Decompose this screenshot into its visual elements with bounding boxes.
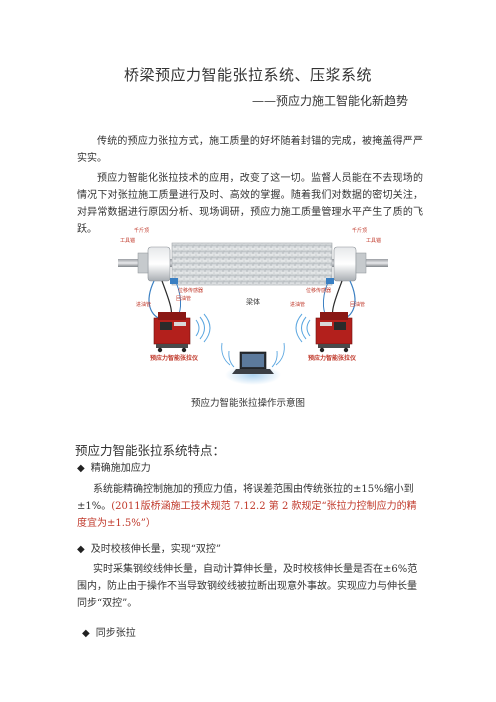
feature-heading-2: 及时校核伸长量，实现“双控”	[90, 544, 221, 555]
label-sensor-left: 位移传感器	[178, 287, 203, 294]
diamond-bullet-icon: ◆	[77, 544, 85, 555]
tensioning-diagram-svg: 千斤顶 工具锚 千斤顶 工具锚 进油管 回油管 位移传感器 进油管 回油管 位移…	[118, 227, 388, 385]
jack-left	[147, 246, 171, 282]
section-title: 预应力智能张拉系统特点：	[75, 443, 226, 458]
label-jack-right: 千斤顶	[352, 227, 367, 234]
feature-text-1: 系统能精确控制施加的预应力值，将误差范围由传统张拉的±15%缩小到±1%。(20…	[77, 481, 423, 532]
sensor-left-icon	[170, 278, 178, 284]
feature-text-2: 实时采集钢绞线伸长量，自动计算伸长量，及时校核伸长量是否在±6%范围内，防止由于…	[77, 564, 418, 609]
label-device-right: 预应力智能张拉仪	[308, 354, 357, 362]
tensioning-diagram: 千斤顶 工具锚 千斤顶 工具锚 进油管 回油管 位移传感器 进油管 回油管 位移…	[114, 222, 392, 390]
label-device-left: 预应力智能张拉仪	[150, 354, 199, 362]
diamond-bullet-icon: ◆	[82, 628, 90, 639]
label-beam: 梁体	[246, 297, 260, 306]
document-subtitle: ——预应力施工智能化新趋势	[251, 94, 408, 108]
intro-paragraph-1: 传统的预应力张拉方式，施工质量的好坏随着封锚的完成，被掩盖得严严实实。	[77, 136, 423, 164]
label-return-pipe-left: 回油管	[176, 295, 191, 302]
label-oil-pipe-right: 进油管	[290, 301, 305, 308]
feature-bullet-3: ◆ 同步张拉	[82, 625, 136, 642]
jack-right	[333, 246, 357, 282]
label-anchor-right: 工具锚	[366, 237, 381, 244]
intro-paragraph-2: 预应力智能化张拉技术的应用，改变了这一切。监督人员能在不去现场的情况下对张拉施工…	[77, 173, 423, 235]
label-return-pipe-right: 回油管	[350, 301, 365, 308]
wireless-signal-right-icon	[295, 313, 311, 343]
feature-text-1-plain: 系统能精确控制施加的预应力值，将误差范围由传统张拉的±15%缩小到±1%。	[77, 484, 414, 512]
wireless-signal-left-icon	[195, 313, 211, 343]
beam-body	[171, 242, 333, 286]
label-sensor-right: 位移传感器	[306, 287, 331, 294]
smart-tensioner-left-icon	[153, 312, 191, 353]
label-anchor-left: 工具锚	[120, 237, 135, 244]
laptop-icon	[221, 342, 285, 385]
diamond-bullet-icon: ◆	[77, 463, 85, 474]
document-title: 桥梁预应力智能张拉系统、压浆系统	[123, 66, 372, 84]
feature-bullet-1: ◆ 精确施加应力	[77, 460, 151, 477]
anchor-left	[137, 252, 149, 274]
sensor-right-icon	[326, 278, 334, 284]
label-oil-pipe-left: 进油管	[136, 301, 151, 308]
feature-bullet-2: ◆ 及时校核伸长量，实现“双控”	[77, 541, 221, 558]
figure-caption: 预应力智能张拉操作示意图	[190, 398, 305, 409]
label-jack-left: 千斤顶	[134, 227, 149, 234]
feature-text-1-highlight: (2011版桥涵施工技术规范 7.12.2 第 2 款规定“张拉力控制应力的精度…	[77, 501, 417, 529]
anchor-right	[355, 252, 367, 274]
feature-heading-1: 精确施加应力	[90, 463, 151, 474]
smart-tensioner-right-icon	[315, 312, 353, 353]
feature-heading-3: 同步张拉	[95, 628, 136, 639]
